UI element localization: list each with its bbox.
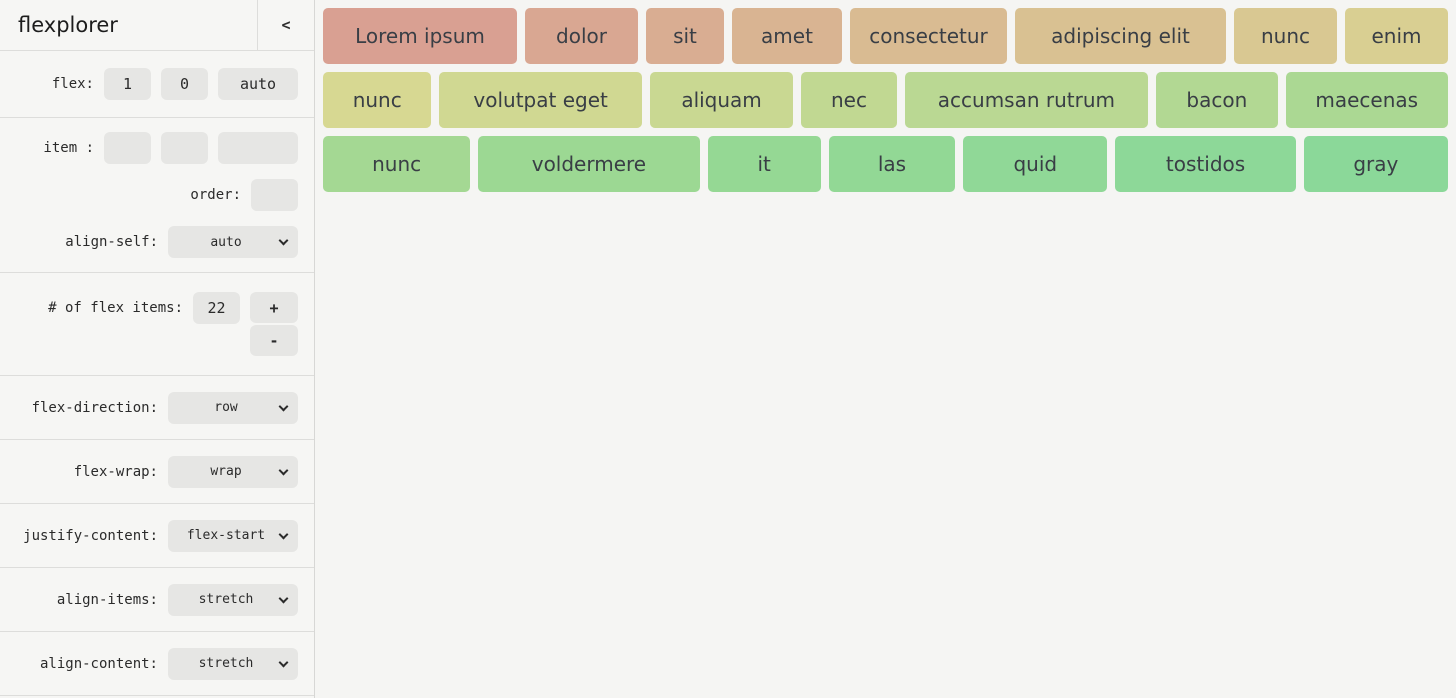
flex-item[interactable]: nunc (323, 72, 432, 128)
chevron-down-icon (278, 529, 289, 539)
item-count-label: # of flex items: (48, 300, 183, 316)
flex-item[interactable]: volutpat eget (439, 72, 642, 128)
flex-item[interactable]: Lorem ipsum (323, 8, 517, 64)
item-flex-basis-input[interactable] (218, 132, 298, 164)
justify-content-row: justify-content: flex-start (16, 519, 298, 552)
flex-wrap-row: flex-wrap: wrap (16, 455, 298, 488)
item-count-row: # of flex items: + - (16, 292, 298, 356)
flex-item[interactable]: amet (732, 8, 842, 64)
flex-item[interactable]: enim (1345, 8, 1448, 64)
chevron-down-icon (278, 401, 289, 411)
align-content-value: stretch (198, 656, 254, 671)
align-items-label: align-items: (56, 591, 158, 608)
flex-direction-value: row (214, 400, 238, 415)
flex-label: flex: (51, 76, 94, 92)
justify-content-section: justify-content: flex-start (0, 504, 314, 568)
align-items-value: stretch (198, 592, 254, 607)
collapse-sidebar-button[interactable]: < (257, 0, 314, 50)
flex-item[interactable]: voldermere (478, 136, 700, 192)
selected-item-section: item : order: align-self: auto (0, 118, 314, 273)
flex-item[interactable]: maecenas (1285, 72, 1448, 128)
flex-item[interactable]: aliquam (649, 72, 794, 128)
align-content-select[interactable]: stretch (168, 647, 298, 680)
flex-shorthand-row: flex: (16, 68, 298, 100)
minus-icon: - (269, 331, 279, 350)
align-content-section: align-content: stretch (0, 632, 314, 696)
flex-item[interactable]: nunc (323, 136, 471, 192)
sidebar-header: flexplorer < (0, 0, 314, 51)
flex-item[interactable]: quid (963, 136, 1108, 192)
flex-direction-label: flex-direction: (31, 399, 158, 416)
plus-icon: + (269, 298, 279, 317)
chevron-down-icon (278, 465, 289, 475)
item-count-input[interactable] (193, 292, 240, 324)
flex-shrink-input[interactable] (161, 68, 208, 100)
remove-item-button[interactable]: - (250, 325, 298, 356)
order-label: order: (190, 187, 241, 203)
chevron-down-icon (278, 657, 289, 667)
flex-item[interactable]: accumsan rutrum (904, 72, 1149, 128)
flex-wrap-label: flex-wrap: (73, 463, 158, 480)
align-items-select[interactable]: stretch (168, 583, 298, 616)
align-items-row: align-items: stretch (16, 583, 298, 616)
flex-item[interactable]: adipiscing elit (1015, 8, 1226, 64)
flex-shorthand-section: flex: (0, 51, 314, 118)
flex-direction-row: flex-direction: row (16, 391, 298, 424)
flex-basis-input[interactable] (218, 68, 298, 100)
chevron-left-icon: < (281, 16, 291, 34)
flex-item[interactable]: nunc (1234, 8, 1337, 64)
align-self-label: align-self: (65, 234, 158, 250)
flex-direction-select[interactable]: row (168, 391, 298, 424)
flex-grow-input[interactable] (104, 68, 151, 100)
justify-content-label: justify-content: (23, 527, 158, 544)
align-self-row: align-self: auto (16, 226, 298, 258)
chevron-down-icon (278, 593, 289, 603)
order-input[interactable] (251, 179, 298, 211)
flex-item[interactable]: las (828, 136, 956, 192)
item-label: item : (43, 140, 94, 156)
align-content-label: align-content: (39, 655, 158, 672)
item-flex-shrink-input[interactable] (161, 132, 208, 164)
item-flex-row: item : (16, 132, 298, 164)
flex-item[interactable]: dolor (525, 8, 638, 64)
sidebar: flexplorer < flex: item : order: (0, 0, 315, 698)
flex-item[interactable]: gray (1303, 136, 1448, 192)
item-count-steppers: + - (250, 292, 298, 356)
justify-content-select[interactable]: flex-start (168, 519, 298, 552)
page-title: flexplorer (18, 13, 118, 37)
item-flex-grow-input[interactable] (104, 132, 151, 164)
flex-item[interactable]: consectetur (850, 8, 1007, 64)
flex-direction-section: flex-direction: row (0, 376, 314, 440)
item-count-section: # of flex items: + - (0, 273, 314, 376)
flex-item[interactable]: it (707, 136, 821, 192)
align-content-row: align-content: stretch (16, 647, 298, 680)
add-item-button[interactable]: + (250, 292, 298, 323)
chevron-down-icon (278, 235, 289, 246)
flex-item[interactable]: bacon (1156, 72, 1278, 128)
flex-wrap-section: flex-wrap: wrap (0, 440, 314, 504)
flex-wrap-value: wrap (210, 464, 242, 479)
flex-item[interactable]: sit (646, 8, 724, 64)
align-self-select[interactable]: auto (168, 226, 298, 258)
align-self-value: auto (210, 234, 242, 250)
flex-item[interactable]: nec (801, 72, 897, 128)
order-row: order: (16, 179, 298, 211)
align-items-section: align-items: stretch (0, 568, 314, 632)
flex-item[interactable]: tostidos (1115, 136, 1296, 192)
justify-content-value: flex-start (186, 528, 266, 543)
flex-wrap-select[interactable]: wrap (168, 455, 298, 488)
